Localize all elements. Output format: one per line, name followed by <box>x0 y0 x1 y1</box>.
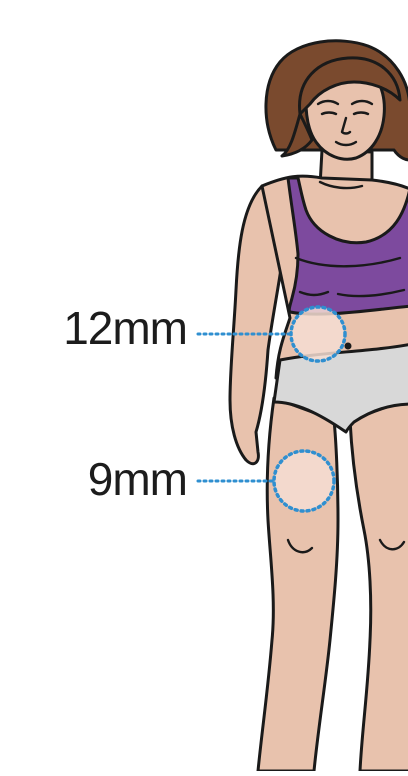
site-label-abdomen: 12mm <box>63 305 187 351</box>
injection-site-circle <box>274 451 334 511</box>
injection-site-circle <box>291 307 345 361</box>
site-label-thigh: 9mm <box>88 456 187 502</box>
leg-left <box>350 398 408 771</box>
navel <box>345 343 352 350</box>
